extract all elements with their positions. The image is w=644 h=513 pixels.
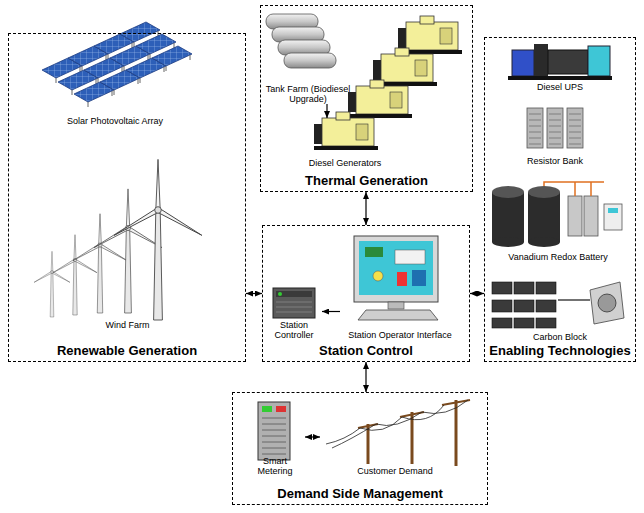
component-caption: Station Operator Interface	[348, 330, 452, 340]
component-caption: Diesel UPS	[537, 82, 583, 92]
connector-arrow	[246, 293, 262, 294]
component-item: Solar Photovoltaic Array	[40, 40, 190, 126]
component-caption: Smart Metering	[245, 456, 305, 476]
component-item: Diesel Generators	[300, 118, 390, 168]
component-caption: Tank Farm (Biodiesel Upgrade)	[262, 84, 354, 104]
group-panel: Station Control Station ControllerStation…	[262, 225, 470, 362]
group-heading: Enabling Technologies	[485, 343, 635, 361]
component-item: Station Operator Interface	[340, 232, 460, 340]
group-heading: Demand Side Management	[233, 486, 487, 504]
component-caption: Wind Farm	[105, 320, 149, 330]
connector-arrow	[365, 192, 366, 225]
component-caption: Customer Demand	[357, 466, 433, 476]
component-caption: Carbon Block	[533, 332, 587, 342]
component-item: Carbon Block	[492, 272, 628, 342]
group-panel: Enabling Technologies Diesel UPS Resistor …	[484, 37, 636, 362]
connector-arrow	[326, 104, 327, 118]
connector-arrow	[470, 293, 484, 294]
component-item: Resistor Bank	[515, 104, 595, 166]
connector-arrow	[305, 436, 320, 437]
component-item: Vanadium Redox Battery	[488, 178, 628, 262]
group-panel: Thermal Generation Tank Farm (Biodiesel U…	[260, 5, 473, 192]
component-item: Station Controller	[266, 283, 322, 340]
component-caption: Vanadium Redox Battery	[508, 252, 607, 262]
component-caption: Resistor Bank	[527, 156, 583, 166]
component-caption: Station Controller	[266, 320, 322, 340]
group-heading: Renewable Generation	[9, 343, 245, 361]
component-item: Wind Farm	[20, 150, 235, 330]
component-item: Diesel UPS	[505, 40, 615, 92]
group-heading: Thermal Generation	[261, 173, 472, 191]
component-caption: Diesel Generators	[309, 158, 382, 168]
group-panel: Demand Side Management Smart MeteringCust…	[232, 392, 488, 505]
component-item: Smart Metering	[245, 398, 305, 476]
group-heading: Station Control	[263, 343, 469, 361]
connector-arrow	[322, 311, 340, 312]
component-caption: Solar Photovoltaic Array	[67, 116, 163, 126]
group-panel: Renewable Generation Solar Photovoltaic A…	[8, 33, 246, 362]
component-item: Customer Demand	[320, 398, 470, 476]
component-item: Tank Farm (Biodiesel Upgrade)	[262, 12, 354, 104]
connector-arrow	[365, 362, 366, 392]
